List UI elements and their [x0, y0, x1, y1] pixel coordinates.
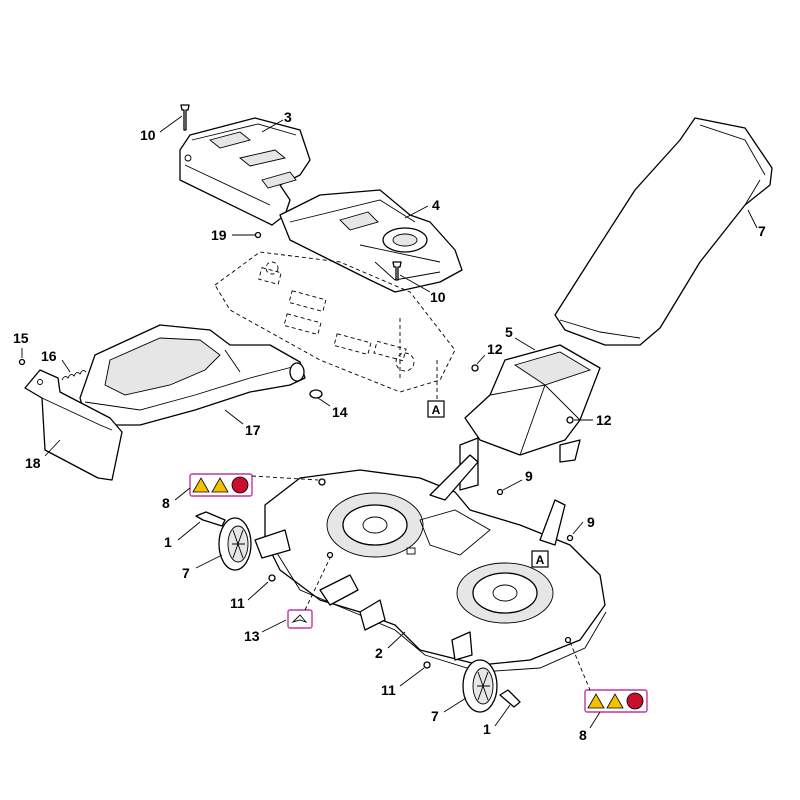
callout-1-lower: 1: [483, 721, 491, 737]
callout-17: 17: [245, 422, 261, 438]
part-17-side-duct: [79, 324, 306, 426]
callout-16: 16: [41, 348, 57, 364]
safety-label-upper: [189, 473, 253, 497]
callout-8-upper: 8: [162, 495, 170, 511]
warning-triangle-icon: [587, 693, 605, 709]
callout-14: 14: [332, 404, 348, 420]
reference-marker-a-1: A: [427, 400, 445, 418]
part-4-chute-cover: [279, 189, 463, 293]
callout-3: 3: [284, 109, 292, 125]
dashed-mounting-plate: [214, 251, 456, 400]
callout-13: 13: [244, 628, 260, 644]
callout-8-lower: 8: [579, 727, 587, 743]
callout-2: 2: [375, 645, 383, 661]
safety-label-lower: [584, 689, 648, 713]
warning-triangle-icon: [192, 477, 210, 493]
callout-12-left: 12: [487, 341, 503, 357]
warning-triangle-icon: [606, 693, 624, 709]
callout-labels: 10 3 4 7 19 10 15 16 5 12 12 14 17 18 9 …: [13, 109, 766, 743]
leader-lines: [21, 115, 758, 729]
reference-marker-a-2: A: [531, 550, 549, 568]
callout-15: 15: [13, 330, 29, 346]
part-7-wheel-left: [218, 517, 252, 571]
part-3-top-cover: [179, 117, 311, 226]
part-13-decal: [287, 609, 313, 629]
callout-7-right: 7: [431, 708, 439, 724]
part-18-side-flap: [24, 369, 123, 481]
callout-6: 7: [758, 223, 766, 239]
svg-text:A: A: [536, 553, 545, 567]
fasteners: [18, 104, 574, 708]
callout-9-lower: 9: [587, 514, 595, 530]
callout-11-upper: 11: [230, 595, 245, 611]
callout-10-lower: 10: [430, 289, 446, 305]
warning-triangle-icon: [211, 477, 229, 493]
callout-4: 4: [432, 197, 440, 213]
callout-18: 18: [25, 455, 41, 471]
part-2-mower-deck: [254, 454, 607, 673]
svg-text:A: A: [432, 403, 441, 417]
callout-7-left: 7: [182, 565, 190, 581]
callout-1-upper: 1: [164, 534, 172, 550]
prohibition-icon: [231, 476, 249, 494]
part-6-discharge-chute: [554, 117, 773, 346]
callout-5: 5: [505, 324, 513, 340]
callout-19: 19: [211, 227, 227, 243]
callout-11-lower: 11: [381, 682, 396, 698]
part-7-wheel-right: [462, 659, 498, 713]
callout-9-upper: 9: [525, 468, 533, 484]
callout-10-top: 10: [140, 127, 156, 143]
callout-12-right: 12: [596, 412, 612, 428]
prohibition-icon: [626, 692, 644, 710]
